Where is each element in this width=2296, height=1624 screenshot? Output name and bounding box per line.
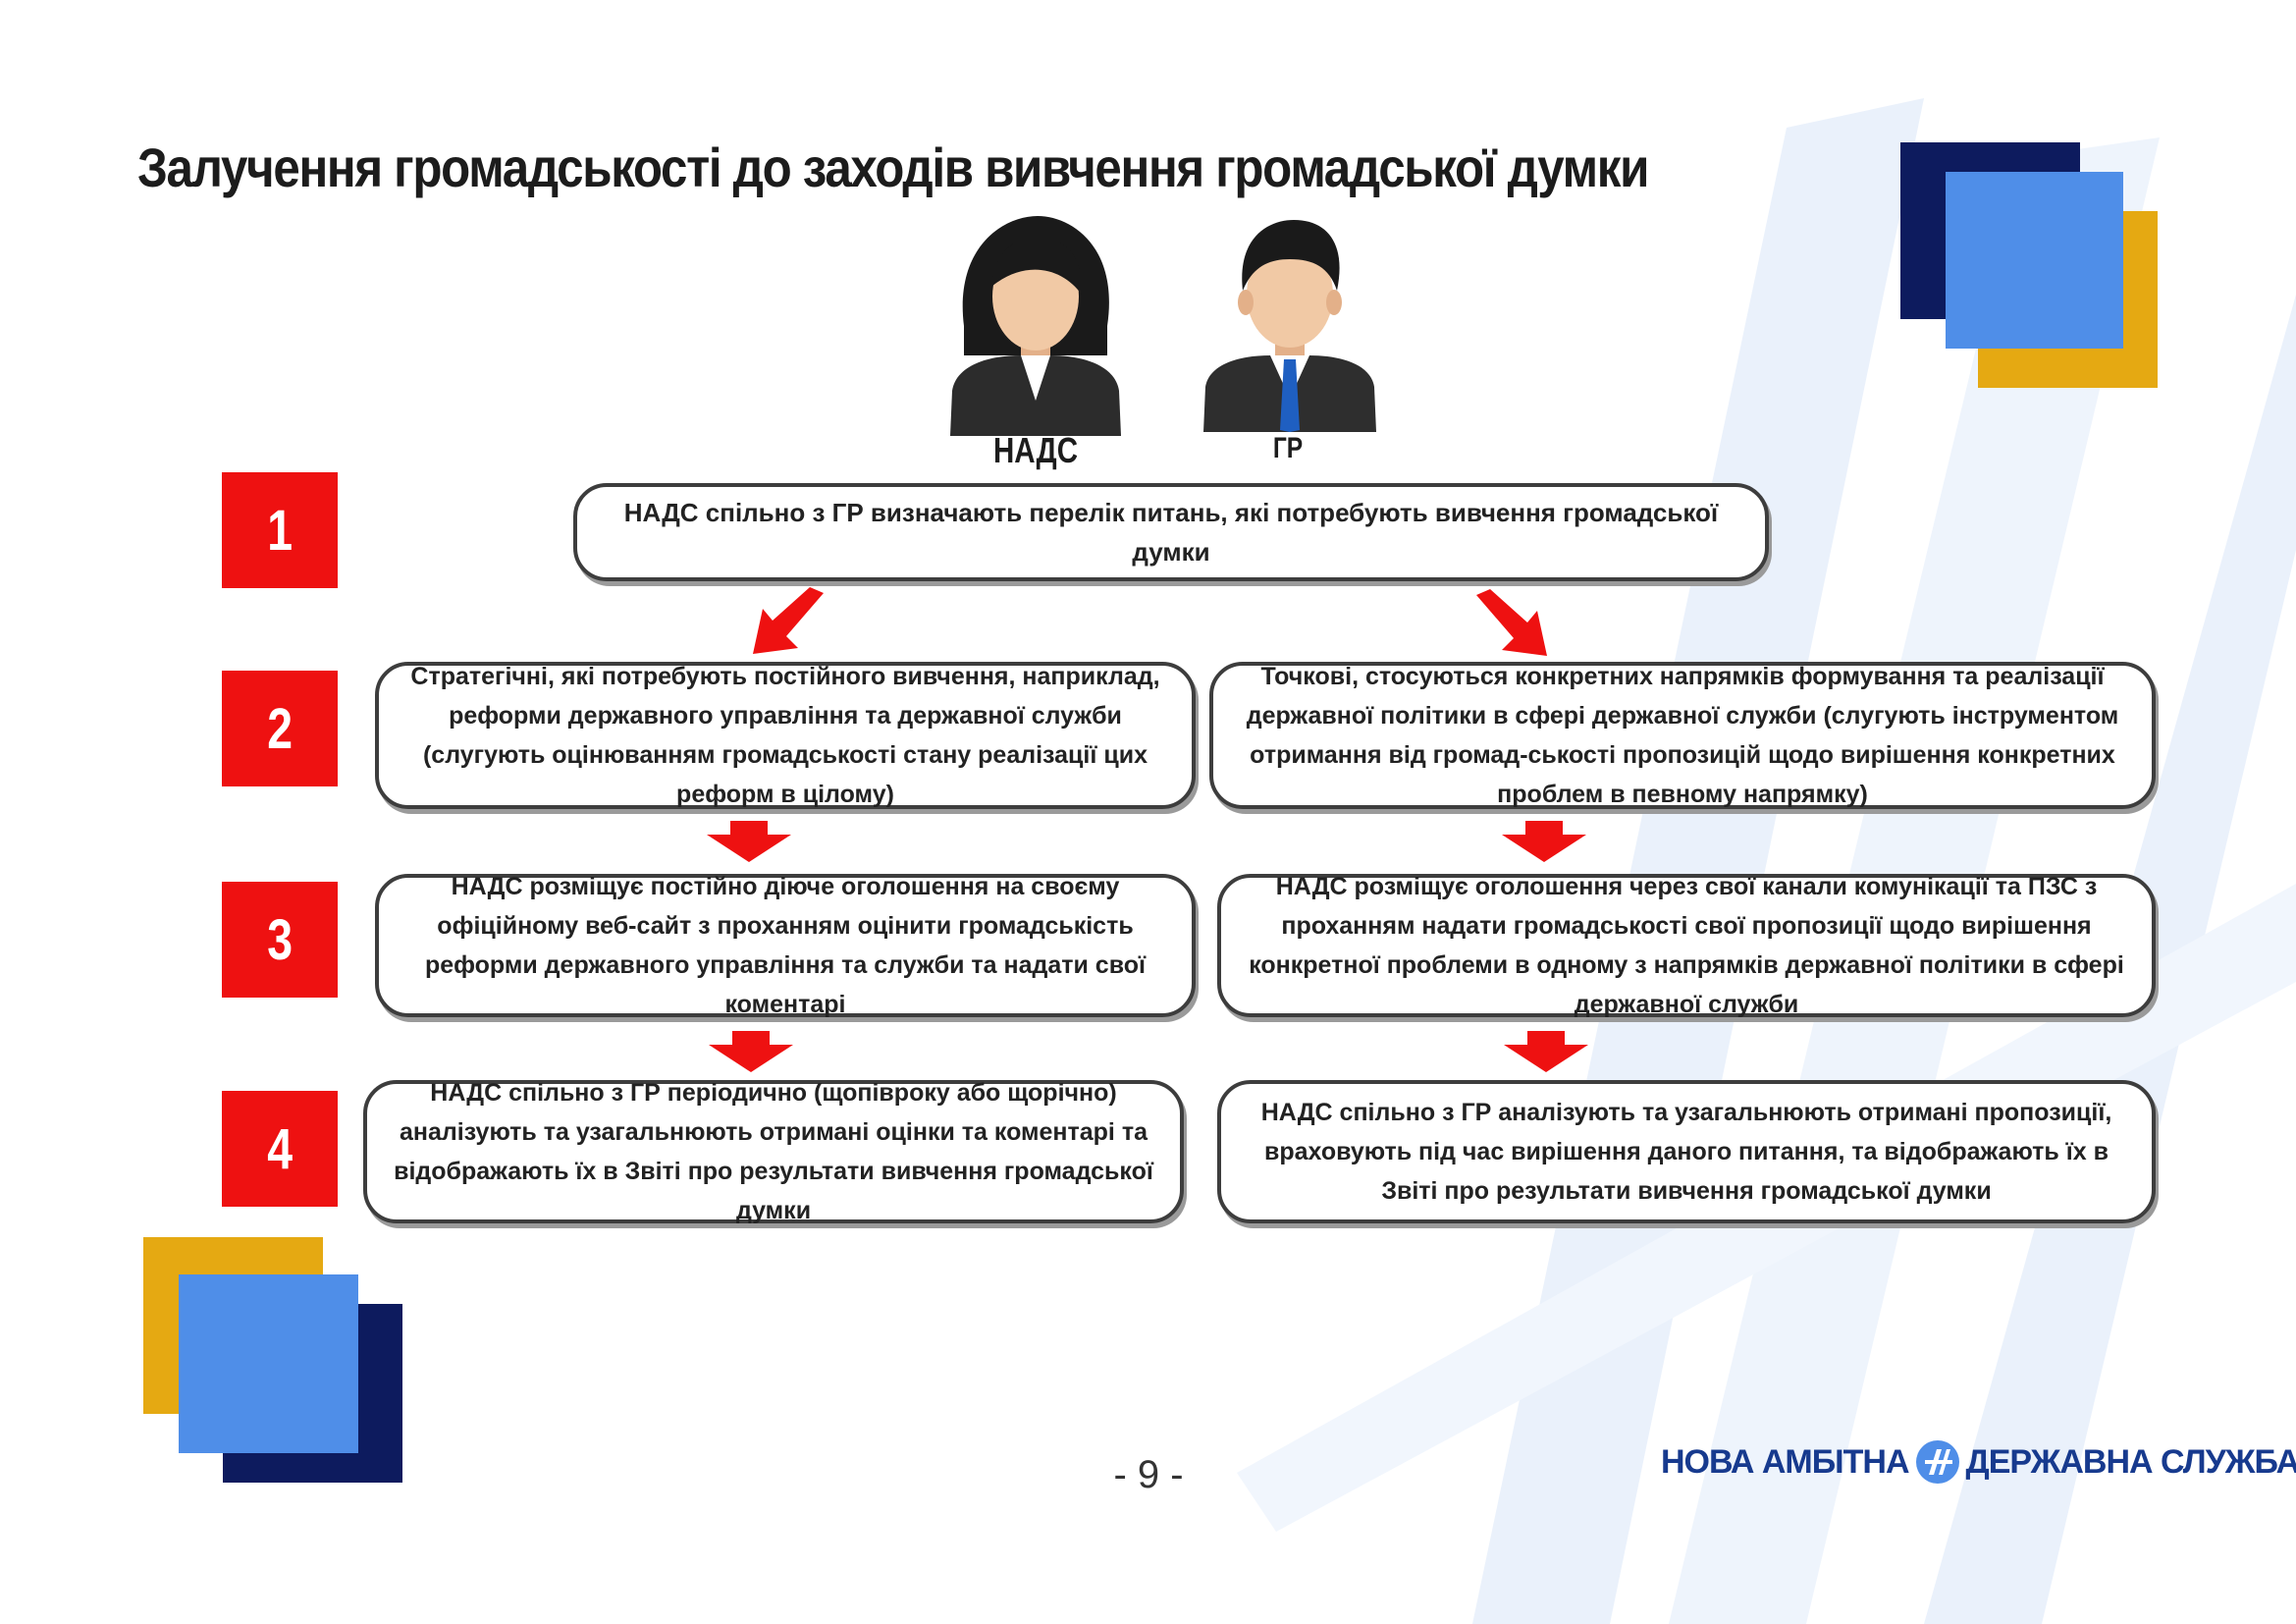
actor-label-nads: НАДС <box>992 430 1079 470</box>
brand-text-part2: ДЕРЖАВНА СЛУЖБА <box>1965 1442 2296 1481</box>
step-4-left-box: НАДС спільно з ГР періодично (щопівроку … <box>363 1079 1184 1224</box>
man-avatar-icon <box>1203 220 1376 432</box>
step-2-right-text: Точкові, стосуються конкретних напрямків… <box>1246 663 2119 808</box>
brand-text-part1: НОВА АМБІТНА <box>1661 1442 1909 1481</box>
actor-label-gr: ГР <box>1272 432 1304 464</box>
step-number-1: 1 <box>222 472 338 588</box>
page-title: Залучення громадськості до заходів вивче… <box>137 136 1649 198</box>
brand-logo: НОВА АМБІТНА ДЕРЖАВНА СЛУЖБА <box>1661 1439 2296 1485</box>
step-2-right-box: Точкові, стосуються конкретних напрямків… <box>1209 662 2156 809</box>
decor-square-blue <box>1946 172 2123 349</box>
step-number-text: 4 <box>267 1116 293 1181</box>
step-2-left-text: Стратегічні, які потребують постійного в… <box>410 663 1160 808</box>
step-3-right-text: НАДС розміщує оголошення через свої кана… <box>1249 873 2124 1018</box>
arrow-down-icon <box>1502 821 1586 862</box>
step-4-right-text: НАДС спільно з ГР аналізують та узагальн… <box>1260 1099 2112 1205</box>
step-3-left-text: НАДС розміщує постійно діюче оголошення … <box>424 873 1147 1018</box>
step-1-box: НАДС спільно з ГР визначають перелік пит… <box>573 483 1769 581</box>
step-2-left-box: Стратегічні, які потребують постійного в… <box>375 662 1196 809</box>
decor-square-blue <box>179 1274 358 1453</box>
step-number-2: 2 <box>222 671 338 786</box>
arrow-down-right-icon <box>1476 589 1547 656</box>
arrow-down-icon <box>707 821 791 862</box>
step-3-left-box: НАДС розміщує постійно діюче оголошення … <box>375 873 1196 1018</box>
woman-avatar-icon <box>950 216 1121 436</box>
step-4-left-text: НАДС спільно з ГР періодично (щопівроку … <box>394 1079 1153 1224</box>
step-number-4: 4 <box>222 1091 338 1207</box>
step-number-text: 1 <box>267 498 293 563</box>
arrow-down-icon <box>1504 1031 1588 1072</box>
step-4-right-box: НАДС спільно з ГР аналізують та узагальн… <box>1217 1080 2156 1223</box>
arrow-down-left-icon <box>753 587 824 654</box>
step-3-right-box: НАДС розміщує оголошення через свої кана… <box>1217 873 2156 1018</box>
step-number-text: 3 <box>267 907 293 972</box>
step-number-3: 3 <box>222 882 338 998</box>
arrow-down-icon <box>709 1031 793 1072</box>
brand-logo-icon <box>1915 1440 1959 1484</box>
step-number-text: 2 <box>267 696 293 761</box>
page-number: - 9 - <box>1113 1453 1184 1496</box>
step-1-text: НАДС спільно з ГР визначають перелік пит… <box>623 498 1719 567</box>
